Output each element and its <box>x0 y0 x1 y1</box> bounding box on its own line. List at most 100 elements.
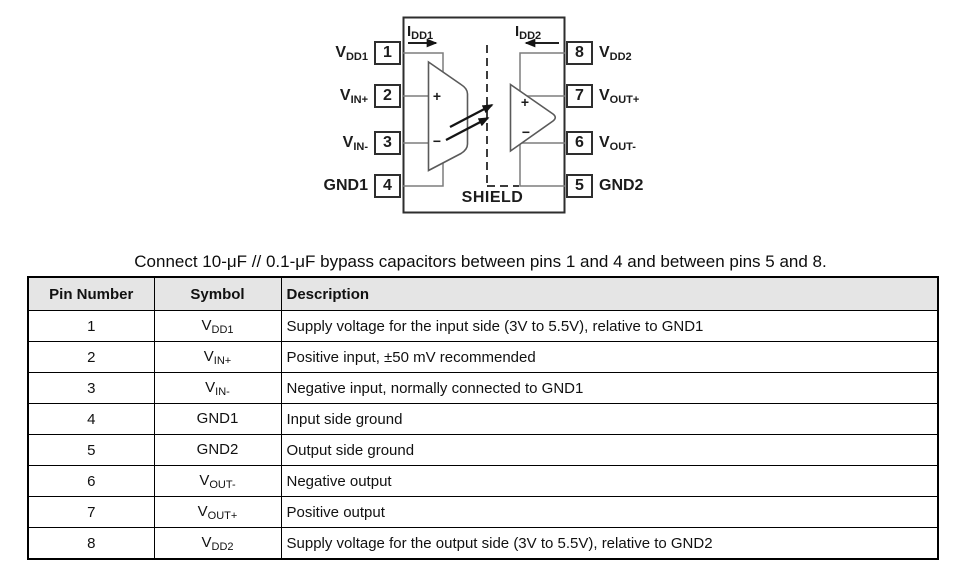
symbol-cell: VDD2 <box>153 527 282 560</box>
pin-number-cell: 4 <box>27 403 155 435</box>
pin-number-cell: 2 <box>27 341 155 373</box>
pin-box-6: 6 <box>566 131 593 155</box>
idd1-main: I <box>407 23 412 40</box>
pin-label-vin-minus: VIN- <box>270 131 368 155</box>
symbol-main: V <box>201 533 212 551</box>
pin-number-cell: 5 <box>27 434 155 466</box>
symbol-main: GND2 <box>196 440 239 458</box>
symbol-cell: VIN- <box>153 372 282 404</box>
pin-number: 4 <box>383 177 392 194</box>
idd2-main: I <box>515 23 520 40</box>
symbol-sub: IN- <box>215 385 230 398</box>
symbol-cell: VIN+ <box>153 341 282 373</box>
pin-label-main: GND1 <box>323 177 368 194</box>
symbol-sub: DD1 <box>211 323 234 336</box>
pin-label-sub: DD1 <box>345 51 368 63</box>
table-row: 8 VDD2 Supply voltage for the output sid… <box>27 527 939 560</box>
idd1-sub: DD1 <box>411 30 434 42</box>
pin-number-cell: 7 <box>27 496 155 528</box>
pin-number-cell: 8 <box>27 527 155 560</box>
description-cell: Output side ground <box>280 434 939 466</box>
output-amp-minus-sign: − <box>521 124 531 140</box>
pin-box-4: 4 <box>374 174 401 198</box>
pin-box-8: 8 <box>566 41 593 65</box>
input-amp-minus-sign: − <box>432 133 442 149</box>
symbol-main: V <box>201 316 212 334</box>
pinout-diagram-drawing <box>402 16 566 214</box>
symbol-cell: VOUT- <box>153 465 282 497</box>
symbol-main: V <box>199 471 210 489</box>
pin-number: 3 <box>383 134 392 151</box>
symbol-sub: OUT+ <box>207 509 238 522</box>
pin-label-vin-plus: VIN+ <box>270 84 368 108</box>
header-pin-number: Pin Number <box>27 276 155 311</box>
pin-label-sub: OUT+ <box>609 94 640 106</box>
pin-box-2: 2 <box>374 84 401 108</box>
pin-label-vdd2: VDD2 <box>599 41 709 65</box>
pin-number-cell: 1 <box>27 310 155 342</box>
description-cell: Supply voltage for the input side (3V to… <box>280 310 939 342</box>
description-cell: Positive output <box>280 496 939 528</box>
description-cell: Supply voltage for the output side (3V t… <box>280 527 939 560</box>
shield-label: SHIELD <box>461 189 524 206</box>
symbol-main: GND1 <box>196 409 239 427</box>
pin-label-main: V <box>599 87 610 104</box>
pin-label-sub: IN- <box>353 141 368 153</box>
table-row: 4 GND1 Input side ground <box>27 403 939 435</box>
pin-label-sub: DD2 <box>609 51 632 63</box>
wire-pin4 <box>403 162 444 187</box>
pin-box-3: 3 <box>374 131 401 155</box>
symbol-cell: VDD1 <box>153 310 282 342</box>
table-row: 7 VOUT+ Positive output <box>27 496 939 528</box>
wire-pin5 <box>519 144 565 187</box>
pin-label-main: V <box>599 44 610 61</box>
pin-label-main: GND2 <box>599 177 644 194</box>
description-cell: Input side ground <box>280 403 939 435</box>
pin-label-main: V <box>335 44 346 61</box>
symbol-cell: VOUT+ <box>153 496 282 528</box>
pinout-diagram: IDD1 IDD2 VDD1 VIN+ VIN- GND1 1 2 3 4 8 … <box>0 0 961 230</box>
idd2-sub: DD2 <box>519 30 542 42</box>
pin-number-cell: 6 <box>27 465 155 497</box>
pin-number: 8 <box>575 44 584 61</box>
pin-label-main: V <box>342 134 354 151</box>
wire-pin1 <box>403 52 444 72</box>
signal-arrow-upper <box>449 103 494 129</box>
pin-label-sub: IN+ <box>350 94 368 106</box>
pin-label-gnd1: GND1 <box>270 174 368 198</box>
output-amplifier-shape <box>509 82 557 153</box>
pin-number: 1 <box>383 44 392 61</box>
table-row: 5 GND2 Output side ground <box>27 434 939 466</box>
pin-label-main: V <box>339 87 351 104</box>
pin-wires <box>403 52 565 187</box>
bypass-capacitor-note: Connect 10-μF // 0.1-μF bypass capacitor… <box>134 252 827 271</box>
pin-box-7: 7 <box>566 84 593 108</box>
pin-description-table: Pin Number Symbol Description 1 VDD1 Sup… <box>27 276 939 560</box>
table-row: 3 VIN- Negative input, normally connecte… <box>27 372 939 404</box>
pin-box-5: 5 <box>566 174 593 198</box>
header-symbol: Symbol <box>153 276 282 311</box>
description-cell: Negative input, normally connected to GN… <box>280 372 939 404</box>
table-row: 6 VOUT- Negative output <box>27 465 939 497</box>
idd2-label: IDD2 <box>515 23 541 42</box>
pin-label-sub: OUT- <box>609 141 636 153</box>
table-row: 1 VDD1 Supply voltage for the input side… <box>27 310 939 342</box>
pin-number-cell: 3 <box>27 372 155 404</box>
output-amp-plus-sign: + <box>520 94 530 110</box>
idd1-label: IDD1 <box>407 23 433 42</box>
input-amplifier-shape <box>427 60 469 172</box>
pin-number: 5 <box>575 177 584 194</box>
wire-pin8 <box>519 52 565 91</box>
symbol-sub: IN+ <box>213 354 232 367</box>
table-header-row: Pin Number Symbol Description <box>27 276 939 311</box>
pin-number: 2 <box>383 87 392 104</box>
symbol-main: V <box>203 347 214 365</box>
header-description: Description <box>280 276 939 311</box>
pin-box-1: 1 <box>374 41 401 65</box>
table-row: 2 VIN+ Positive input, ±50 mV recommende… <box>27 341 939 373</box>
symbol-main: V <box>197 502 208 520</box>
description-cell: Negative output <box>280 465 939 497</box>
symbol-sub: OUT- <box>209 478 236 491</box>
pin-label-vout-plus: VOUT+ <box>599 84 709 108</box>
symbol-cell: GND1 <box>153 403 282 435</box>
